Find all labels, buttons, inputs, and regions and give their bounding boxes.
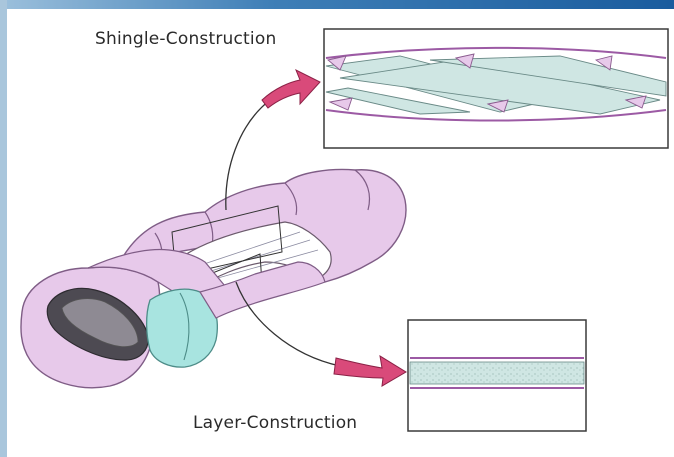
shingle-top-shell [325,46,667,59]
bag-cutaway-shingles [191,231,319,284]
frame-left-bar [0,0,7,457]
layer-leader-line [235,281,341,367]
shingle-pink-tips [327,53,647,113]
pink-arrow-shape [261,68,321,109]
shingle-leader-line [225,99,271,211]
sleeping-bag [20,168,407,389]
bag-teal-seam [179,292,190,361]
layer-callout [235,281,587,432]
shingle-callout [225,28,669,211]
bag-body-tube [199,261,326,319]
shingle-construction-label: Shingle-Construction [95,29,277,49]
layer-insulation-texture [410,362,584,384]
bag-seam-3 [354,169,371,211]
bag-seam-2 [284,182,298,216]
bag-teal-segment [145,288,218,368]
frame-top-bar [0,0,674,9]
bag-opening-inner [61,298,139,348]
shingle-bottom-shell [325,109,667,122]
shingle-layers [325,55,667,115]
pink-arrow-shape [333,354,407,387]
layer-construction-label: Layer-Construction [193,413,358,433]
